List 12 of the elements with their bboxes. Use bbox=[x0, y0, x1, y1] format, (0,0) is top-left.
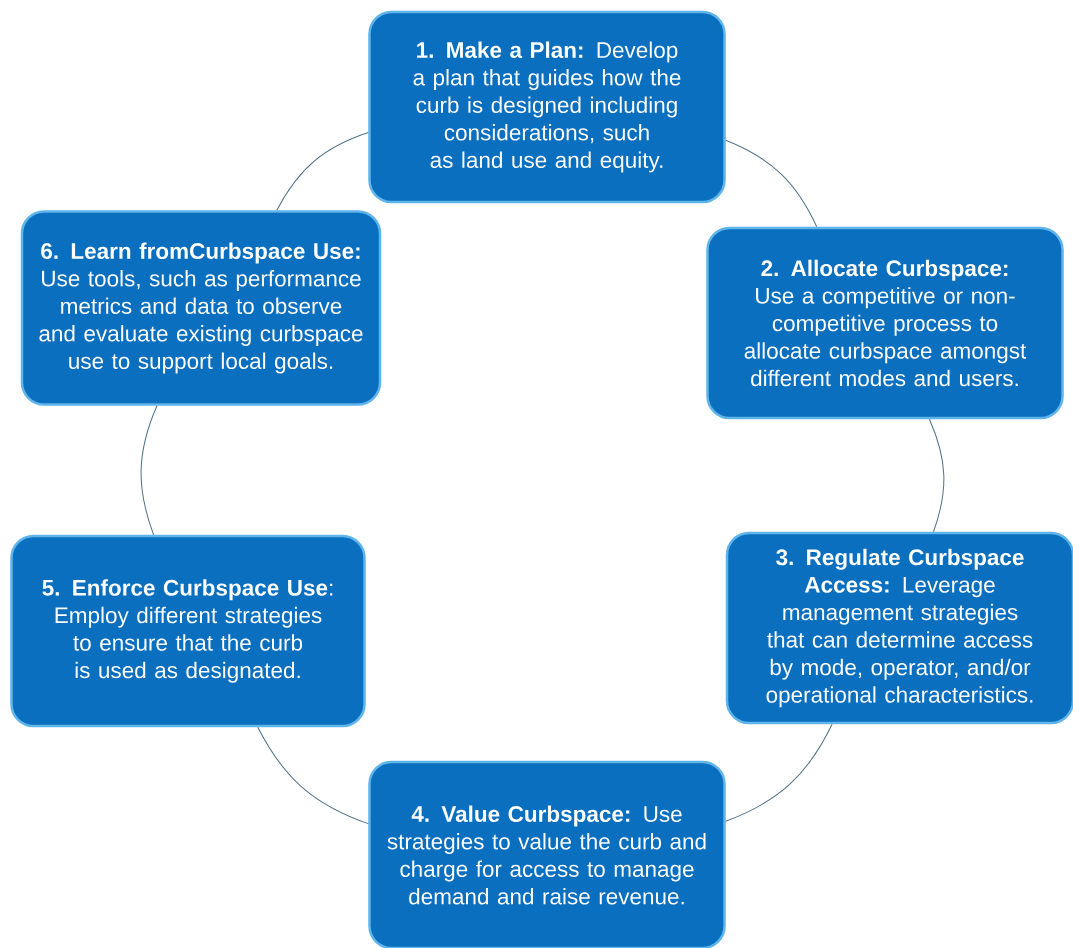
step-box: 3. Regulate Curbspace Access: Leverage management strategies that can determine access by mode, operator, and/or operational characteristics. bbox=[725, 531, 1073, 725]
ring-connector bbox=[276, 132, 369, 211]
ring-connector bbox=[725, 139, 818, 228]
ring-connector bbox=[725, 723, 833, 822]
step-box: 5. Enforce Curbspace Use: Employ different strategies to ensure that the curb is used as designated. bbox=[10, 534, 366, 728]
step-box: 4. Value Curbspace: Use strategies to value the curb and charge for access to manage demand and raise revenue. bbox=[368, 760, 726, 948]
step-box: 2. Allocate Curbspace: Use a competitive or non-competitive process to allocate curbspace amongst different modes and users. bbox=[706, 226, 1064, 420]
ring-connector bbox=[140, 405, 158, 536]
ring-connector bbox=[928, 418, 945, 533]
step-box: 1. Make a Plan: Develop a plan that guides how the curb is designed including considerations, such as land use and equity. bbox=[368, 10, 726, 204]
ring-connector bbox=[257, 726, 369, 825]
step-box: 6. Learn fromCurbspace Use: Use tools, such as performance metrics and data to observe and evaluate existing curbspace use to support local goals. bbox=[20, 210, 382, 406]
